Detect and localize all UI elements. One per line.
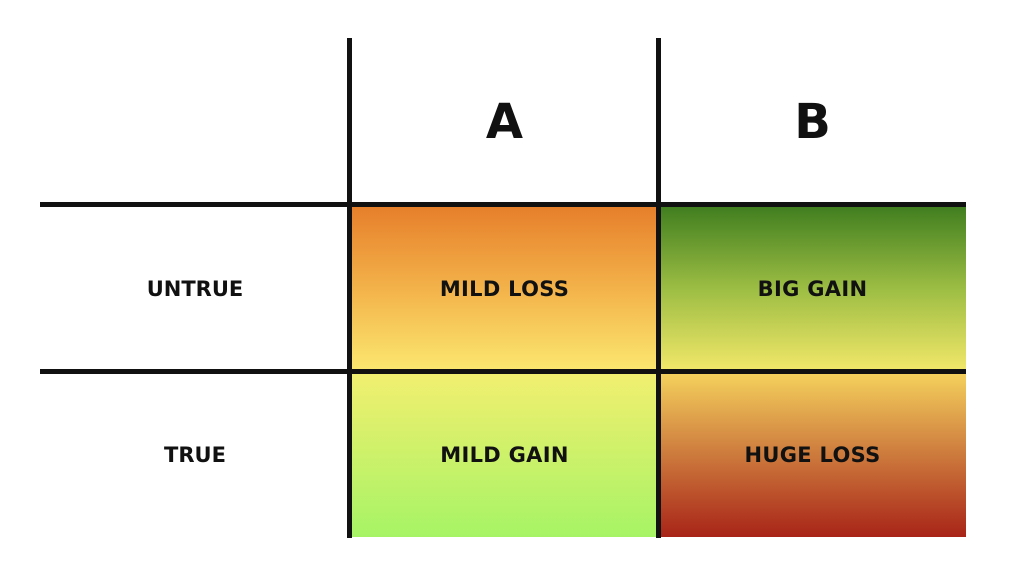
cell-untrue-b: BIG GAIN [659, 205, 966, 372]
vertical-grid-line-left [347, 38, 352, 538]
horizontal-grid-line-top [40, 202, 966, 207]
cell-label-mild-gain: MILD GAIN [440, 442, 569, 467]
vertical-grid-line-middle [656, 38, 661, 538]
column-header-a: A [485, 94, 524, 150]
cell-true-a: MILD GAIN [350, 372, 659, 537]
row-header-untrue: UNTRUE [146, 276, 244, 301]
column-header-b: B [794, 94, 831, 150]
cell-label-huge-loss: HUGE LOSS [744, 442, 881, 467]
cell-label-big-gain: BIG GAIN [757, 276, 868, 301]
row-header-true: TRUE [164, 442, 226, 467]
cell-true-b: HUGE LOSS [659, 372, 966, 537]
cell-untrue-a: MILD LOSS [350, 205, 659, 372]
cell-label-mild-loss: MILD LOSS [439, 276, 570, 301]
horizontal-grid-line-middle [40, 369, 966, 374]
